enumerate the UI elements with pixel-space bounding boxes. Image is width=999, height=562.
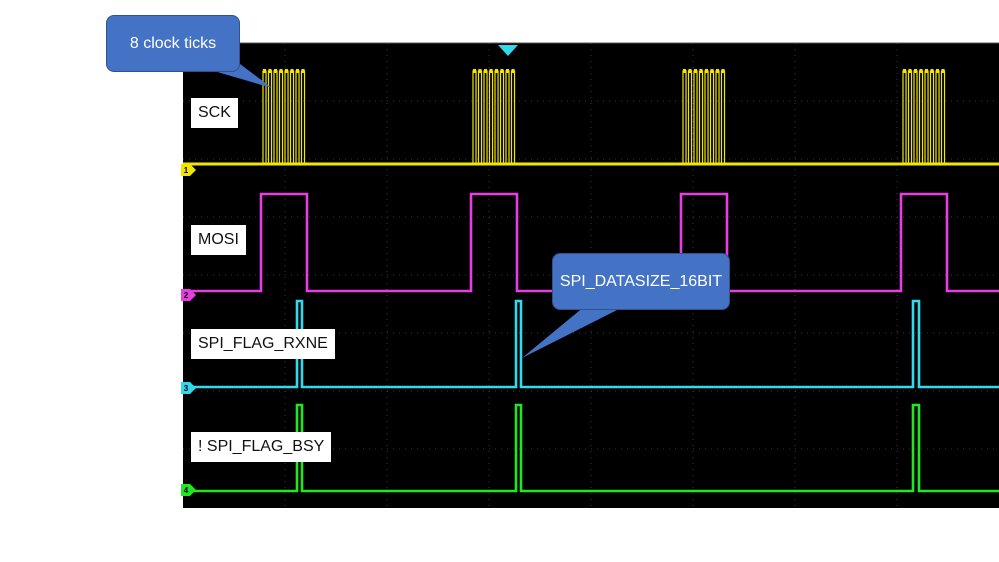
sck-high-segment (279, 69, 283, 73)
callout-datasize: SPI_DATASIZE_16BIT (552, 253, 730, 310)
sck-high-segment (925, 69, 929, 73)
sck-high-segment (301, 69, 305, 73)
sck-high-segment (274, 69, 278, 73)
sck-high-segment (705, 69, 709, 73)
channel-number: 3 (184, 384, 189, 393)
bsy-waveform (183, 403, 999, 493)
sck-high-segment (285, 69, 289, 73)
sck-high-segment (941, 69, 945, 73)
sck-high-segment (710, 69, 714, 73)
sck-high-segment (484, 69, 488, 73)
sck-high-segment (495, 69, 499, 73)
channel-marker-shape (181, 164, 196, 176)
channel-4-marker: 4 (181, 484, 196, 496)
sck-high-segment (473, 69, 477, 73)
channel-number: 2 (184, 291, 189, 300)
sck-high-segment (296, 69, 300, 73)
sck-high-segment (716, 69, 720, 73)
signal-label-mosi: MOSI (191, 225, 246, 255)
sck-high-segment (478, 69, 482, 73)
sck-high-segment (908, 69, 912, 73)
sck-high-segment (290, 69, 294, 73)
channel-number: 1 (184, 166, 189, 175)
sck-high-segment (721, 69, 725, 73)
sck-high-segment (699, 69, 703, 73)
sck-high-segment (694, 69, 698, 73)
sck-high-segment (500, 69, 504, 73)
channel-marker-shape (181, 484, 196, 496)
sck-high-segment (688, 69, 692, 73)
sck-high-segment (489, 69, 493, 73)
sck-high-segment (930, 69, 934, 73)
rxne-waveform (183, 299, 999, 389)
channel-markers: 1 2 3 4 (181, 164, 196, 496)
sck-high-segment (936, 69, 940, 73)
sck-high-segment (919, 69, 923, 73)
sck-high-segment (506, 69, 510, 73)
sck-high-segment (511, 69, 515, 73)
signal-label-sck: SCK (191, 98, 238, 128)
sck-high-segment (268, 69, 272, 73)
sck-high-segment (903, 69, 907, 73)
channel-3-marker: 3 (181, 382, 196, 394)
trigger-marker-icon (498, 45, 518, 56)
sck-high-segment (914, 69, 918, 73)
channel-number: 4 (184, 486, 189, 495)
sck-high-segment (263, 69, 267, 73)
channel-marker-shape (181, 289, 196, 301)
channel-2-marker: 2 (181, 289, 196, 301)
channel-marker-shape (181, 382, 196, 394)
callout-clock-ticks: 8 clock ticks (106, 15, 240, 72)
channel-1-marker: 1 (181, 164, 196, 176)
signal-label-bsy: ! SPI_FLAG_BSY (191, 432, 332, 462)
signal-label-rxne: SPI_FLAG_RXNE (191, 329, 335, 359)
sck-high-segment (683, 69, 687, 73)
callout-datasize-pointer (522, 306, 625, 358)
